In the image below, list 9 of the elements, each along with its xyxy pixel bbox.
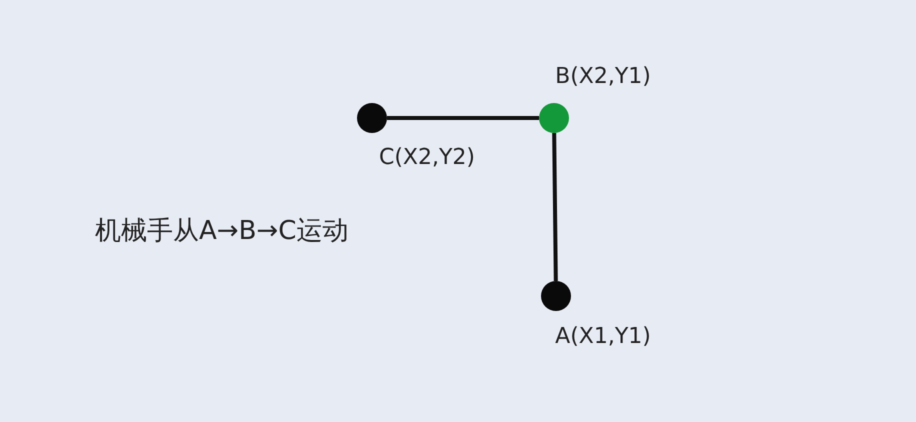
coordinate-label: C(X2,Y2)	[378, 145, 476, 171]
point-dot	[539, 103, 569, 133]
point-dot	[541, 281, 571, 311]
connecting-line	[387, 116, 539, 120]
coordinate-label: B(X2,Y1)	[555, 64, 651, 90]
coordinate-label: A(X1,Y1)	[555, 324, 651, 350]
connecting-line	[552, 132, 558, 282]
point-dot	[357, 103, 387, 133]
motion-note: 机械手从A→B→C运动	[95, 215, 348, 247]
